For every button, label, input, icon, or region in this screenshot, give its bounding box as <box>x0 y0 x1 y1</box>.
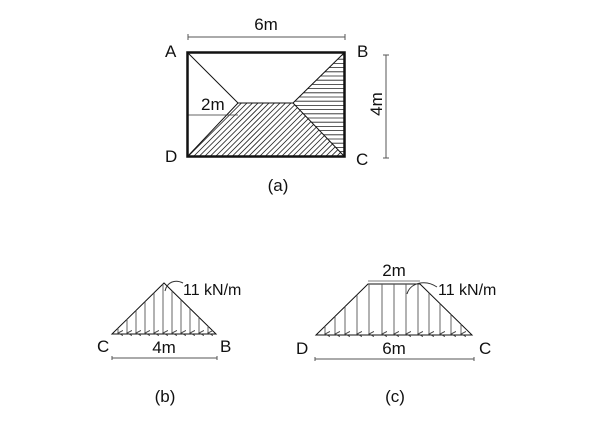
load-leader-b <box>164 280 184 292</box>
dimension-label-width: 6m <box>254 15 278 34</box>
dimension-label-ridge: 2m <box>201 95 225 114</box>
load-label-b: 11 kN/m <box>183 282 241 299</box>
dimension-label-height: 4m <box>367 92 386 116</box>
hatch-trapezoid <box>188 103 344 156</box>
roof-lines <box>187 52 345 157</box>
figure-a: 6m 2m A B C D <box>165 15 389 195</box>
support-label-b-b: B <box>220 337 231 356</box>
dimension-4m-right: 4m <box>367 54 389 159</box>
figure-c-caption: (c) <box>385 387 405 406</box>
corner-label-c: C <box>356 150 368 169</box>
plan-rectangle <box>186 51 346 158</box>
figure-a-caption: (a) <box>268 176 289 195</box>
span-label-b: 4m <box>152 338 176 357</box>
corner-label-a: A <box>165 42 177 61</box>
support-label-c-c: C <box>479 339 491 358</box>
support-label-d-c: D <box>296 339 308 358</box>
span-label-c: 6m <box>382 339 406 358</box>
top-length-label-c: 2m <box>382 261 406 280</box>
load-label-c: 11 kN/m <box>438 282 496 299</box>
corner-label-b: B <box>357 42 368 61</box>
dimension-6m-top: 6m <box>187 15 346 40</box>
hatch-triangle <box>293 54 344 156</box>
load-arrows-c <box>325 284 461 334</box>
figure-b-caption: (b) <box>155 387 176 406</box>
load-arrows-b <box>118 283 208 333</box>
corner-label-d: D <box>165 147 177 166</box>
support-label-c-b: C <box>97 337 109 356</box>
figure-c: 2m 11 kN/m D C 6m (c) <box>296 261 496 406</box>
load-leader-c <box>406 282 438 295</box>
figure-b: 11 kN/m C B 4m (b) <box>97 280 241 406</box>
